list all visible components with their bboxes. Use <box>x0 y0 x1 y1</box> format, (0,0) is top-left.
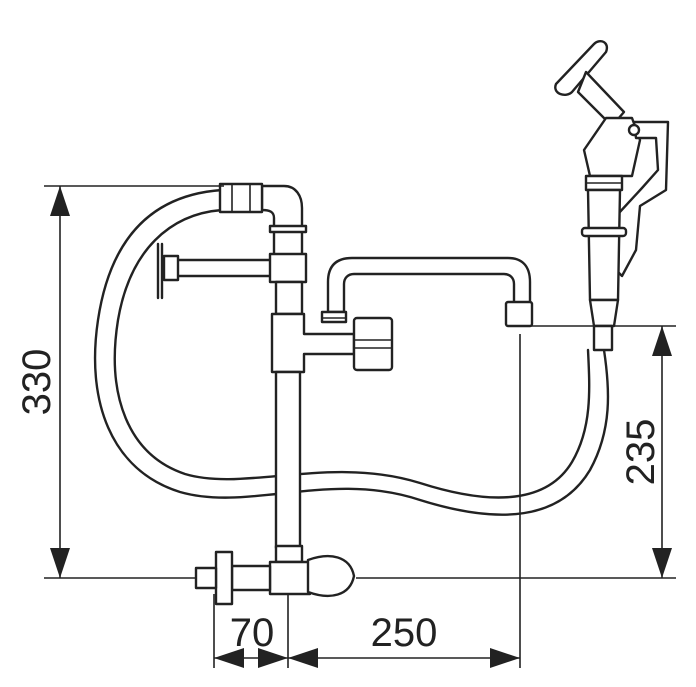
union-nut <box>352 316 394 372</box>
dim-label-235: 235 <box>619 419 663 486</box>
riser-pipe <box>156 182 356 550</box>
dim-label-70: 70 <box>230 611 275 655</box>
angle-valve <box>194 544 356 606</box>
hose <box>93 188 610 516</box>
dim-label-330: 330 <box>15 349 59 416</box>
dimension-330: 330 <box>15 185 224 579</box>
dim-label-250: 250 <box>371 611 438 655</box>
dimension-235: 235 <box>356 325 676 579</box>
spout <box>320 256 534 328</box>
dimension-bottom: 70 250 <box>213 334 521 668</box>
hand-shower <box>554 40 670 352</box>
